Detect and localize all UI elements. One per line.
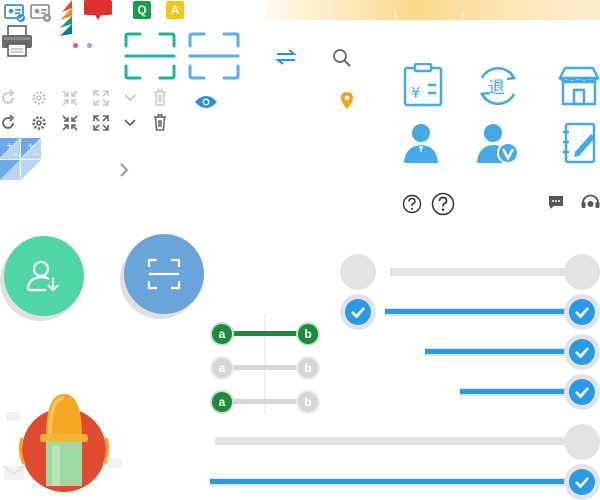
eye-icon[interactable] — [194, 94, 218, 110]
slider-fill — [385, 309, 580, 314]
ab-track — [220, 399, 310, 404]
ab-toggle-half[interactable]: a b — [210, 390, 320, 414]
slider-fill — [460, 389, 580, 394]
toggle-knob-on[interactable] — [340, 294, 376, 330]
plus-minus-triangles-icon[interactable]: + + − − — [0, 138, 42, 180]
check-icon — [575, 477, 589, 489]
chat-icon[interactable] — [548, 195, 564, 211]
slider-thumb[interactable] — [564, 254, 600, 290]
refresh-icon[interactable] — [0, 115, 16, 131]
invoice-currency-symbol: ¥ — [411, 84, 421, 102]
user-verified-icon[interactable] — [476, 122, 520, 164]
gear-icon[interactable] — [31, 90, 47, 106]
invoice-icon[interactable]: ¥ — [402, 63, 444, 107]
ab-toggle-off[interactable]: a b — [210, 356, 320, 380]
refund-character: 退 — [488, 78, 505, 98]
status-dot-blue — [87, 43, 92, 48]
headset-icon[interactable] — [581, 193, 600, 211]
location-pin-icon[interactable] — [340, 92, 354, 110]
scan-frame-icon — [147, 258, 181, 290]
ab-track — [220, 331, 310, 336]
expand-icon[interactable] — [93, 90, 109, 106]
slider-thumb-checked[interactable] — [564, 334, 600, 370]
store-icon[interactable] — [558, 66, 600, 106]
check-icon — [351, 307, 365, 319]
scan-frame-icon[interactable] — [188, 32, 240, 80]
trash-icon[interactable] — [153, 114, 167, 131]
check-icon — [575, 387, 589, 399]
status-dot-red — [73, 43, 78, 48]
chevron-right-icon[interactable] — [119, 162, 129, 178]
user-download-icon — [26, 260, 59, 292]
id-card-icon[interactable] — [4, 3, 26, 23]
ab-knob-b: b — [298, 392, 318, 412]
user-download-button[interactable] — [4, 236, 84, 316]
ab-knob-a: a — [212, 392, 232, 412]
scan-button[interactable] — [124, 234, 204, 314]
slider-track-off[interactable] — [390, 268, 580, 276]
scan-frame-icon[interactable] — [124, 32, 176, 80]
top-gradient-band — [265, 0, 600, 20]
slider-fill — [425, 349, 580, 354]
help-icon[interactable] — [402, 194, 422, 214]
ab-knob-a: a — [212, 358, 232, 378]
printer-icon[interactable] — [0, 24, 34, 58]
ab-knob-b: b — [298, 324, 318, 344]
message-badge-icon[interactable] — [84, 0, 112, 22]
ab-track — [220, 365, 310, 370]
user-icon[interactable] — [403, 122, 439, 164]
expand-icon[interactable] — [93, 115, 109, 131]
chevron-down-icon[interactable] — [124, 94, 136, 102]
collapse-icon[interactable] — [62, 90, 78, 106]
envelope-icon — [6, 412, 20, 421]
toggle-knob-off[interactable] — [340, 254, 376, 290]
ab-knob-a: a — [212, 324, 232, 344]
divider-line — [264, 314, 265, 414]
slider-thumb-checked[interactable] — [564, 464, 600, 500]
q-badge[interactable]: Q — [133, 1, 151, 19]
search-icon[interactable] — [332, 48, 352, 68]
alarm-light-icon — [3, 394, 122, 492]
refund-icon[interactable]: 退 — [476, 64, 520, 108]
collapse-icon[interactable] — [62, 115, 78, 131]
slider-thumb-checked[interactable] — [564, 374, 600, 410]
stripe-flag-icon — [60, 0, 72, 36]
slider-fill — [210, 479, 580, 484]
svg-text:+: + — [6, 141, 13, 150]
ab-toggle-on[interactable]: a b — [210, 322, 320, 346]
ab-knob-b: b — [298, 358, 318, 378]
slider-thumb-checked[interactable] — [564, 294, 600, 330]
slider-thumb[interactable] — [564, 424, 600, 460]
check-icon — [575, 307, 589, 319]
swap-arrows-icon[interactable] — [275, 48, 297, 66]
chevron-down-icon[interactable] — [124, 119, 136, 127]
gear-icon[interactable] — [31, 115, 47, 131]
check-icon — [575, 347, 589, 359]
slider-track-off[interactable] — [215, 437, 580, 445]
trash-icon[interactable] — [153, 89, 167, 106]
svg-text:−: − — [33, 150, 40, 159]
help-icon[interactable] — [431, 192, 455, 216]
svg-text:+: + — [27, 141, 34, 150]
refresh-icon[interactable] — [0, 90, 16, 106]
a-badge[interactable]: A — [166, 1, 184, 19]
id-card-settings-icon[interactable] — [30, 3, 52, 23]
svg-text:−: − — [12, 150, 19, 159]
notebook-edit-icon[interactable] — [561, 122, 599, 164]
